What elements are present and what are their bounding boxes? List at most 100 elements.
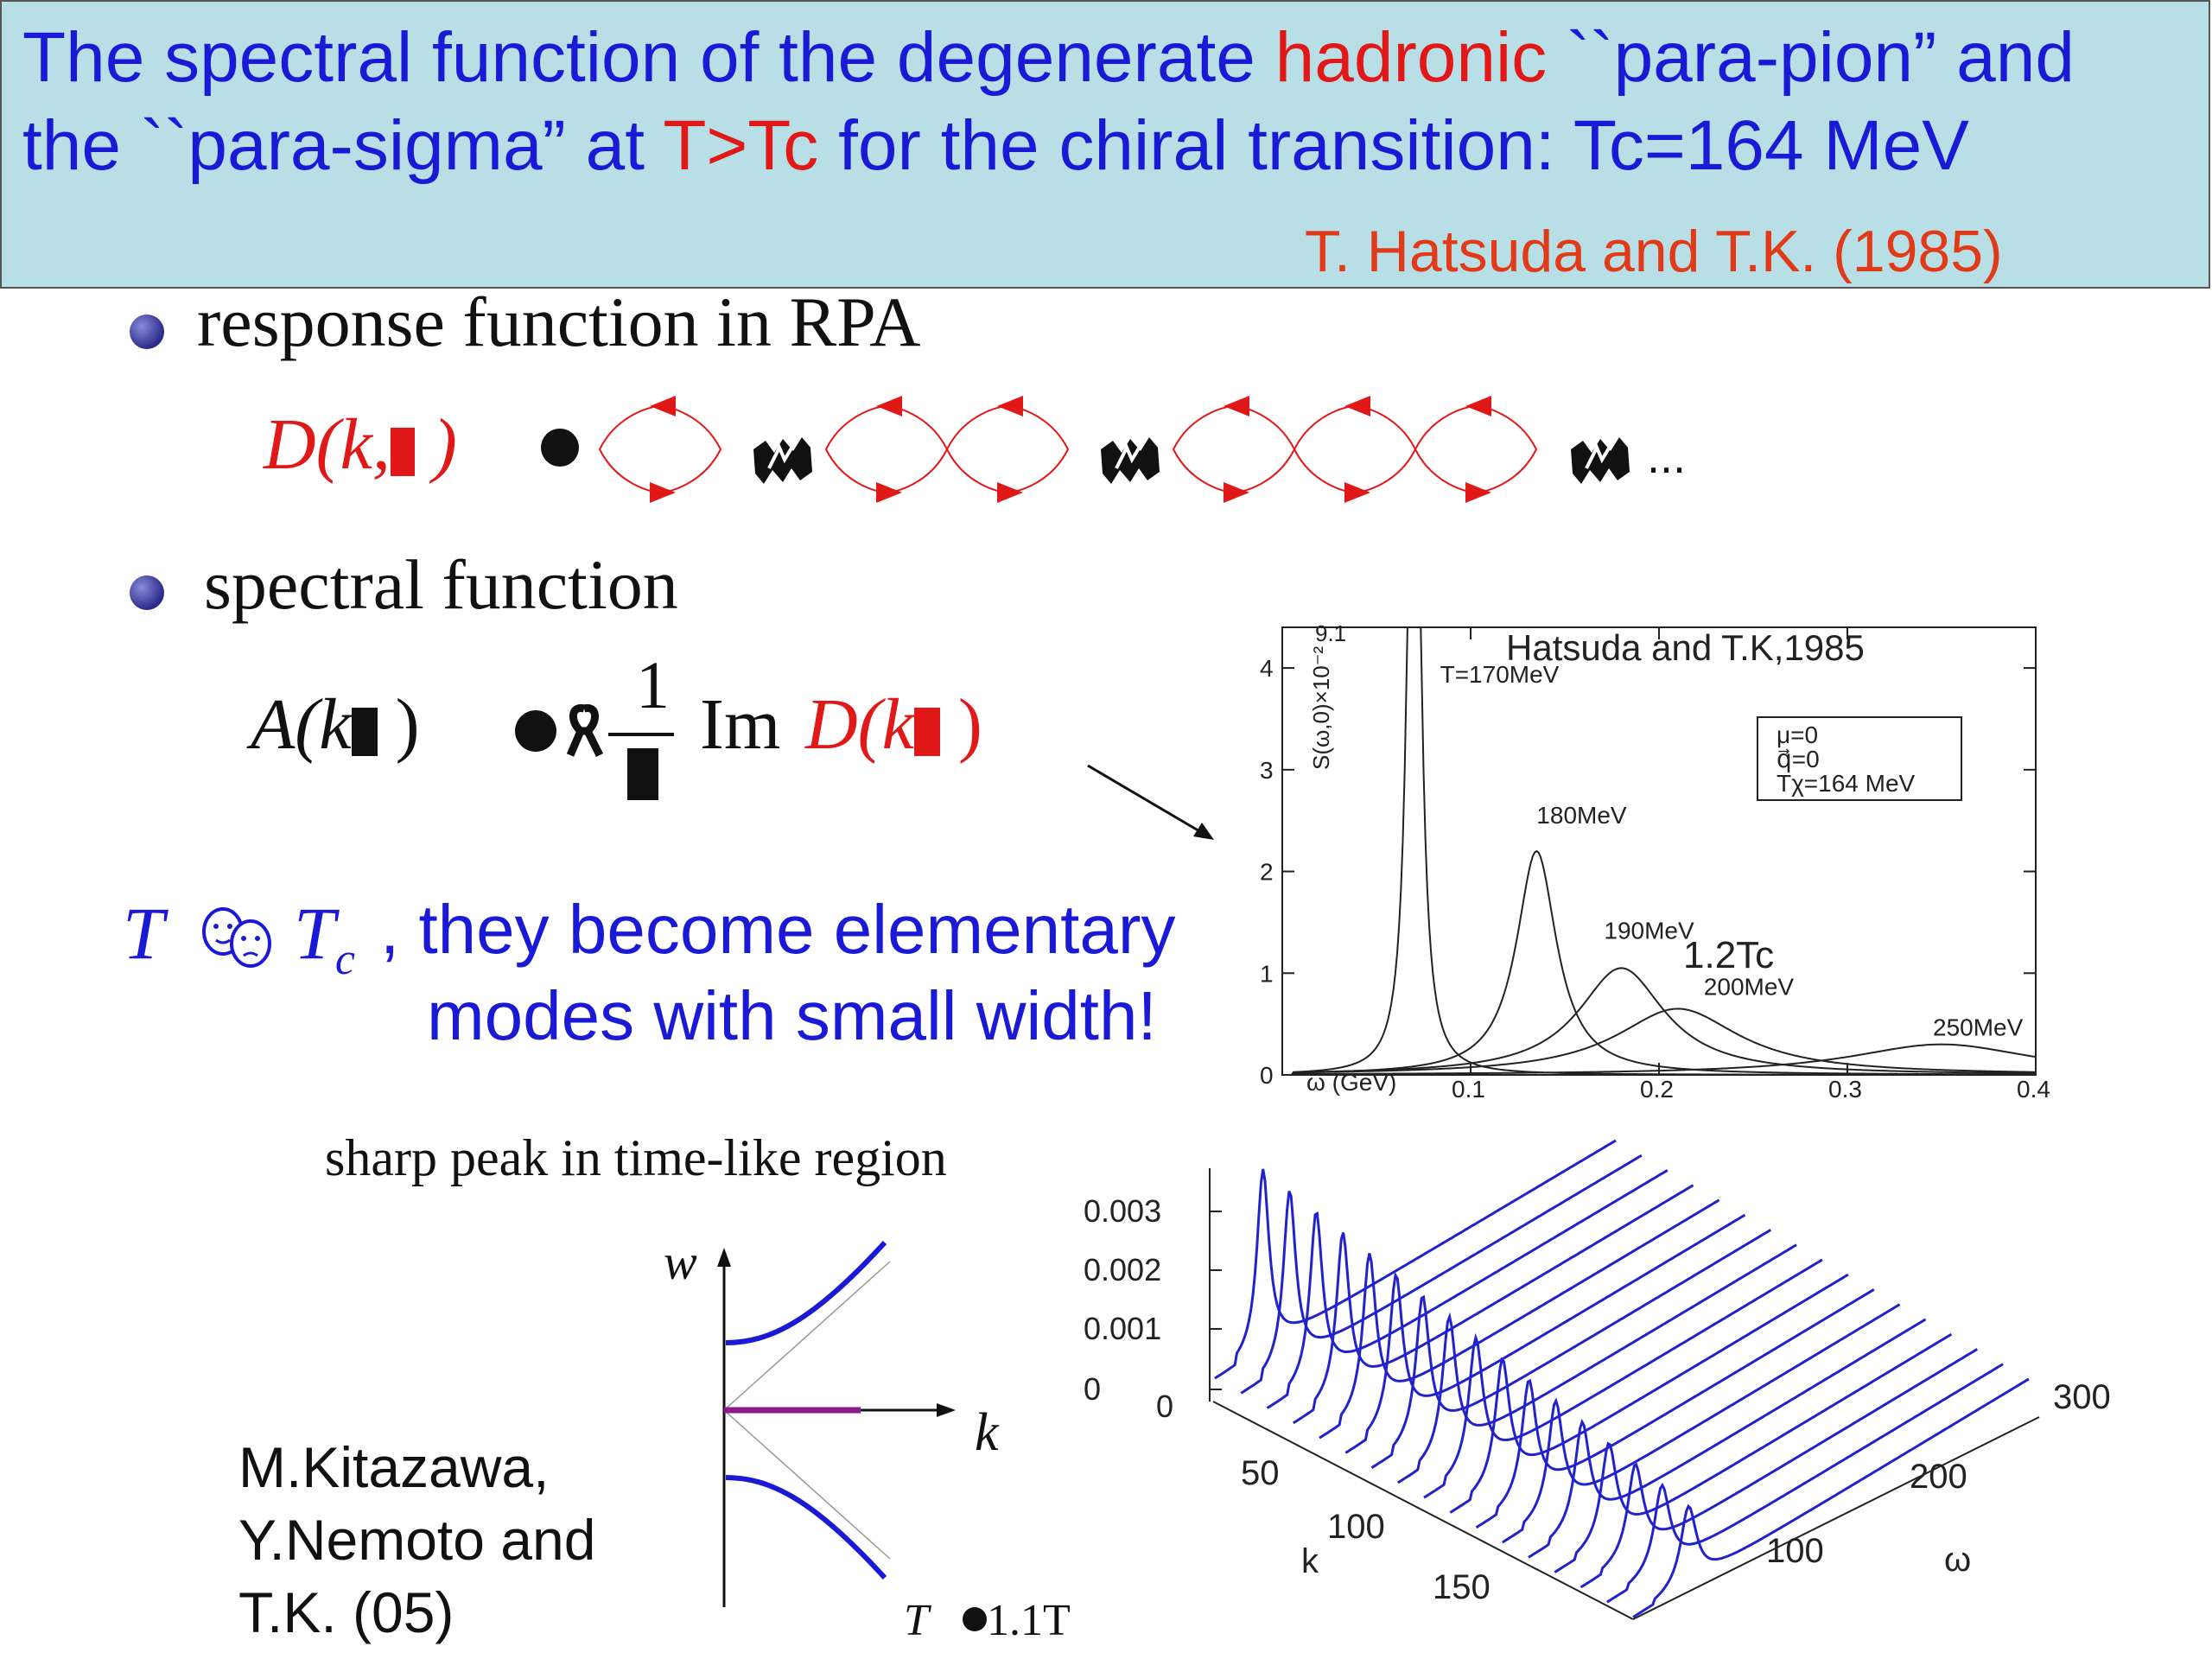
title-line-2-part-c: for the chiral transition: Tc=164 MeV: [818, 106, 1969, 185]
spectral-curve: [1282, 849, 2036, 1075]
title-banner: The spectral function of the degenerate …: [0, 0, 2210, 289]
spectral-curve: [1282, 1007, 2036, 1075]
waterfall-line: [1240, 1154, 1643, 1395]
y-tick-label: 4: [1260, 655, 1274, 682]
x-tick-label: 0.1: [1452, 1076, 1485, 1103]
d-label-text: D(k,: [264, 404, 391, 485]
d2-label-text: D(k: [805, 684, 914, 765]
omega-glyph-icon-2: [351, 707, 378, 756]
legend-box: [1757, 716, 1962, 801]
bullet-dot: [130, 315, 164, 349]
k-axis-arrow: [937, 1403, 956, 1417]
waterfall-line: [1423, 1258, 1823, 1499]
k-tick-label: 50: [1241, 1454, 1280, 1492]
waterfall-line: [1501, 1303, 1901, 1544]
statement-line-2: modes with small width!: [427, 977, 1157, 1054]
temp-condition-value: 1.1T: [987, 1596, 1071, 1645]
plot2d-curves: [1282, 627, 2036, 1075]
waterfall-line: [1580, 1348, 1979, 1589]
bubble-3b: [1294, 395, 1416, 504]
waterfall-line: [1266, 1169, 1669, 1409]
title-t-gt-tc: T>Tc: [663, 106, 819, 185]
equals-dot: [541, 429, 579, 467]
light-cone-upper: [723, 1261, 891, 1411]
lower-branch: [725, 1475, 887, 1580]
x-tick-label: 0.2: [1640, 1076, 1674, 1103]
k-tick-label: 150: [1433, 1568, 1491, 1606]
waterfall-line: [1396, 1243, 1797, 1484]
y-tick-label: 2: [1260, 859, 1274, 886]
waterfall-line: [1475, 1288, 1875, 1529]
chain-ellipsis: ...: [1647, 431, 1687, 483]
bubble-1: [599, 395, 721, 504]
temp-tc: Tc: [294, 890, 355, 985]
bullet-spectral: spectral function: [204, 545, 678, 624]
legend-tc: Tχ=164 MeV: [1777, 770, 1916, 797]
spectral-curve: [1282, 967, 2036, 1075]
y-tick-label: 3: [1260, 757, 1274, 784]
x-tick-label: 0.4: [2017, 1076, 2050, 1103]
title-line-1-part-c: ``para-pion” and: [1547, 18, 2075, 97]
authors-block: M.Kitazawa, Y.Nemoto and T.K. (05): [238, 1431, 595, 1649]
much-greater-than-icon: [202, 907, 271, 968]
waterfall-line: [1605, 1363, 2004, 1604]
author-line-2: Y.Nemoto and: [238, 1508, 596, 1572]
pi-glyph-icon: [627, 748, 658, 800]
waterfall-line: [1632, 1377, 2030, 1618]
d-function-label: D(k, ): [264, 403, 457, 486]
bubble-3c: [1414, 395, 1537, 504]
title-line-2: the ``para-sigma” at T>Tc for the chiral…: [22, 105, 1969, 187]
waterfall-line: [1528, 1318, 1927, 1559]
series-label: 180MeV: [1536, 802, 1627, 829]
series-label: T=170MeV: [1440, 661, 1560, 688]
annotation-1-2tc: 1.2Tc: [1683, 934, 1774, 976]
upper-branch: [725, 1240, 887, 1345]
im-operator: Im: [700, 684, 781, 765]
d2-function-label: D(k ): [805, 683, 982, 766]
citation: T. Hatsuda and T.K. (1985): [1305, 219, 2003, 284]
omega-tick-label: 200: [1910, 1458, 1967, 1496]
bubble-2b: [946, 395, 1069, 504]
z-tick-label: 0: [1084, 1371, 1101, 1407]
series-label: 250MeV: [1933, 1014, 2024, 1041]
a-function-label: A(k ): [251, 683, 420, 766]
author-line-3: T.K. (05): [238, 1580, 454, 1644]
dispersion-diagram: w k T 1.1T: [664, 1234, 1071, 1645]
omega-axis-label-3d: ω: [1944, 1541, 1971, 1579]
plot3d-lines: [1214, 1139, 2030, 1618]
omega-tick-label: 100: [1766, 1532, 1824, 1570]
z-tick-label: 0.003: [1084, 1193, 1161, 1229]
a-label-text: A(k: [251, 684, 352, 765]
equals-minus-frac: [515, 704, 674, 800]
temp-t: T: [123, 892, 164, 975]
k-axis-3d: [1212, 1401, 1634, 1620]
temp-condition-t: T: [904, 1596, 931, 1645]
bullet-response: response function in RPA: [197, 283, 921, 361]
bubble-3a: [1173, 395, 1295, 504]
interaction-3: [1569, 435, 1631, 486]
waterfall-line: [1344, 1213, 1746, 1454]
title-hadronic: hadronic: [1274, 18, 1548, 97]
z-tick-label: 0: [1156, 1389, 1173, 1424]
bullet-dot-2: [130, 575, 164, 610]
title-line-1-part-a: The spectral function of the degenerate: [22, 18, 1275, 97]
z-tick-label: 0.002: [1084, 1252, 1161, 1287]
temp-tc-subscript: c: [334, 935, 355, 985]
plot2d-xlabel: ω (GeV): [1306, 1069, 1396, 1096]
omega-glyph-icon: [390, 427, 415, 476]
plot3d-axes: [1209, 1168, 2040, 1620]
d-close-text: ): [414, 404, 457, 485]
bubble-2a: [825, 395, 948, 504]
minus-ribbon-icon: [566, 704, 604, 758]
interaction-2: [1099, 435, 1161, 486]
author-line-1: M.Kitazawa,: [238, 1435, 550, 1499]
w-axis-label: w: [664, 1234, 697, 1290]
omega-axis-3d: [1632, 1416, 2040, 1620]
peak-height-label: 9.1: [1315, 620, 1346, 646]
k-axis-label-3d: k: [1301, 1542, 1319, 1580]
